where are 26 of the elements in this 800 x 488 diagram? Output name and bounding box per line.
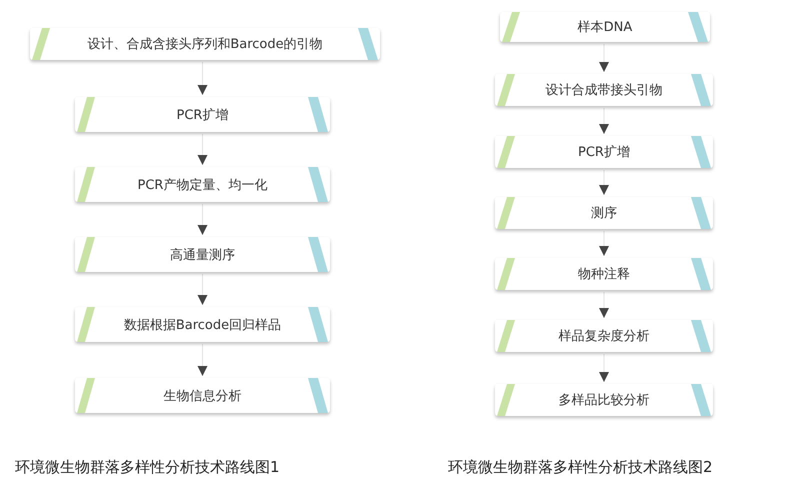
arrow — [198, 134, 208, 166]
process-box: 设计、合成含接头序列和Barcode的引物 — [30, 28, 380, 60]
process-box: 高通量测序 — [75, 237, 330, 272]
process-box: 多样品比较分析 — [495, 384, 713, 416]
process-box: 测序 — [495, 197, 713, 229]
arrow — [599, 108, 609, 134]
process-box: PCR扩增 — [495, 136, 713, 168]
arrow — [599, 170, 609, 196]
process-box: 生物信息分析 — [75, 378, 330, 413]
process-box: PCR扩增 — [75, 97, 330, 132]
arrow — [198, 274, 208, 306]
arrow — [599, 354, 609, 382]
process-box: 数据根据Barcode回归样品 — [75, 307, 330, 342]
arrow — [599, 292, 609, 318]
arrow — [198, 204, 208, 236]
arrow — [599, 230, 609, 256]
process-box: 设计合成带接头引物 — [495, 74, 713, 106]
arrow — [599, 44, 609, 72]
arrow — [198, 62, 208, 96]
arrow — [198, 344, 208, 376]
figure-caption: 环境微生物群落多样性分析技术路线图2 — [448, 458, 713, 477]
process-box: 样品复杂度分析 — [495, 320, 713, 352]
figure-caption: 环境微生物群落多样性分析技术路线图1 — [15, 458, 280, 477]
process-box: 样本DNA — [500, 12, 710, 42]
process-box: 物种注释 — [495, 258, 713, 290]
process-box: PCR产物定量、均一化 — [75, 167, 330, 202]
